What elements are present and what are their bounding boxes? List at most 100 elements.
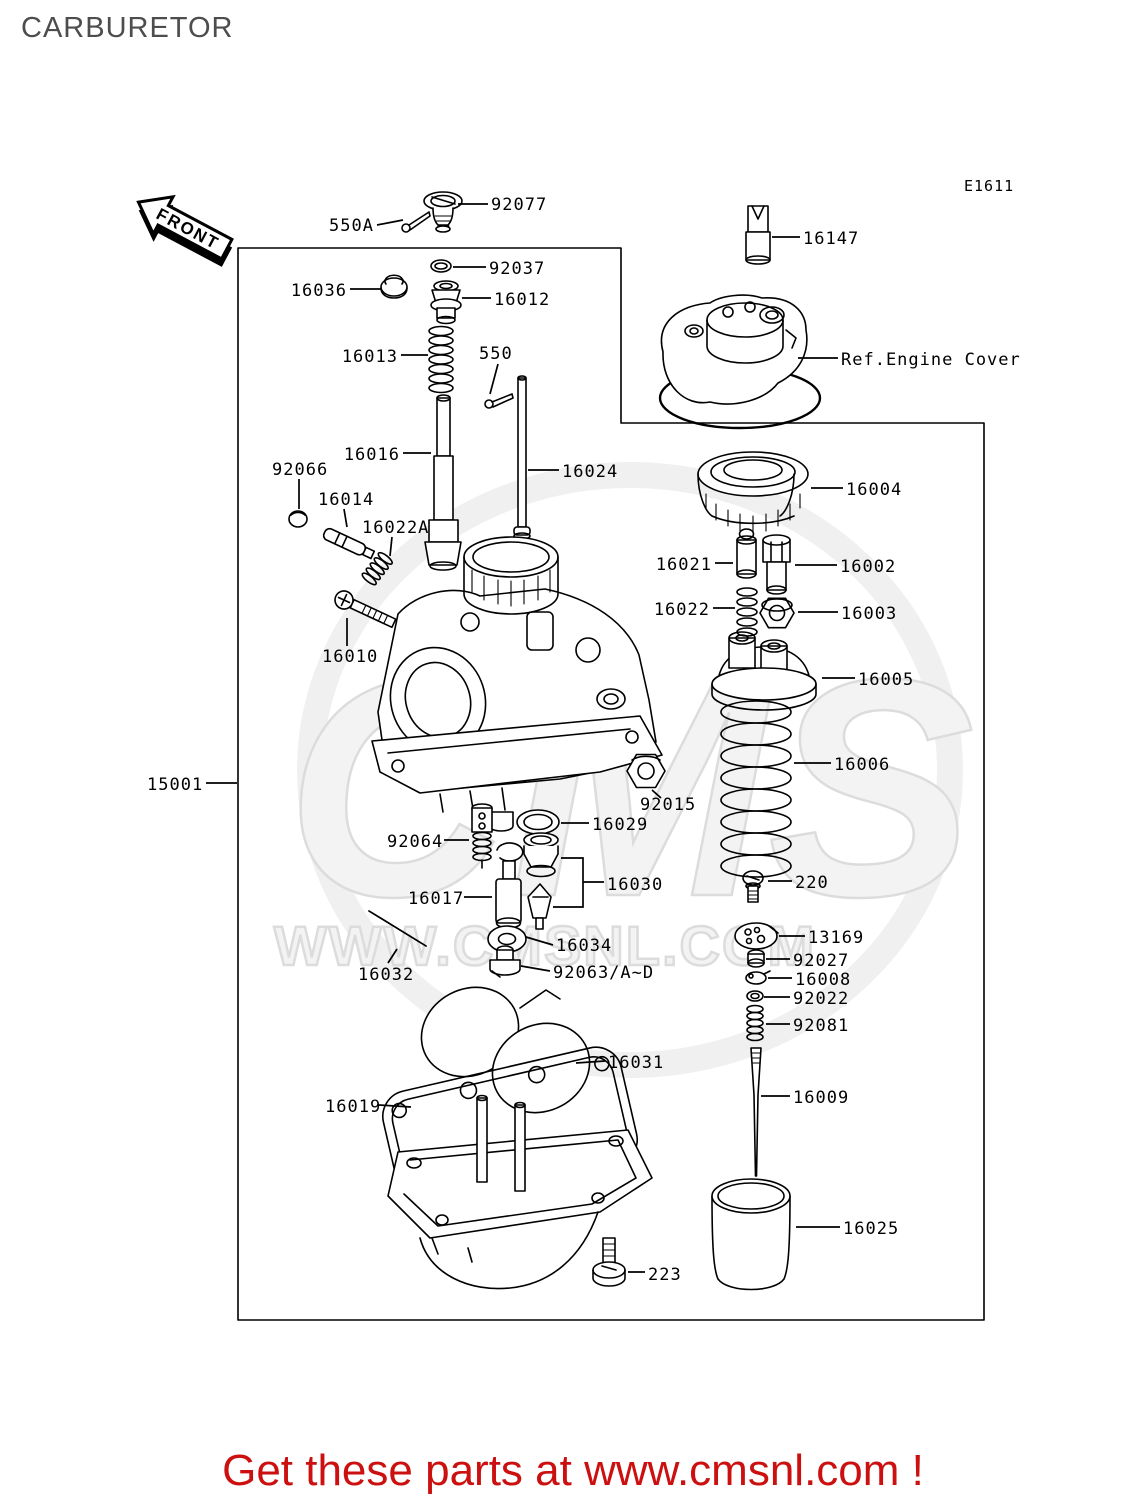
part-label-16004: 16004 xyxy=(846,480,902,500)
part-label-16025: 16025 xyxy=(843,1219,899,1239)
part-92027-drawing xyxy=(747,949,765,968)
part-label-16022: 16022 xyxy=(654,600,710,620)
part-label-16006: 16006 xyxy=(834,755,890,775)
footer-banner: Get these parts at www.cmsnl.com ! xyxy=(222,1446,924,1495)
part-16016-drawing xyxy=(424,394,462,571)
part-label-550A: 550A xyxy=(329,216,374,236)
part-13169-drawing xyxy=(734,922,779,950)
part-label-16036: 16036 xyxy=(291,281,347,301)
part-16008-drawing xyxy=(745,970,771,985)
part-16009-drawing xyxy=(750,1047,762,1177)
part-550-drawing xyxy=(484,393,514,409)
part-label-16002: 16002 xyxy=(840,557,896,577)
part-label-16030: 16030 xyxy=(607,875,663,895)
part-220-drawing xyxy=(742,870,764,903)
part-16004-drawing xyxy=(697,451,809,534)
part-16034-drawing xyxy=(487,925,527,953)
part-label-Ref-Engine-Cover: Ref.Engine Cover xyxy=(841,350,1021,370)
part-label-16005: 16005 xyxy=(858,670,914,690)
part-label-92077: 92077 xyxy=(491,195,547,215)
front-arrow: FRONT xyxy=(136,194,234,267)
part-label-16003: 16003 xyxy=(841,604,897,624)
part-16147-drawing xyxy=(745,205,771,265)
watermark-url: WWW.CMSNL.COM xyxy=(274,914,816,977)
part-label-16032: 16032 xyxy=(358,965,414,985)
part-label-16031: 16031 xyxy=(608,1053,664,1073)
leader-line-92015 xyxy=(651,789,662,799)
part-label-16034: 16034 xyxy=(556,936,612,956)
part-16012-drawing xyxy=(430,280,462,325)
part-92063-drawing xyxy=(489,945,521,978)
part-label-92081: 92081 xyxy=(793,1016,849,1036)
leader-line-550A xyxy=(376,219,404,226)
part-16024-drawing xyxy=(513,375,531,540)
part-label-223: 223 xyxy=(648,1265,682,1285)
part-16010-drawing xyxy=(334,590,397,629)
part-label-16147: 16147 xyxy=(803,229,859,249)
part-92077-drawing xyxy=(423,191,463,233)
part-float-bowl-drawing xyxy=(387,1094,653,1290)
part-label-550: 550 xyxy=(479,344,513,364)
part-label-92064: 92064 xyxy=(387,832,443,852)
part-16030-drawing xyxy=(523,832,559,930)
front-arrow-shape xyxy=(136,194,234,261)
part-16032-drawing xyxy=(368,910,427,947)
watermark-swoosh xyxy=(297,462,963,1078)
part-label-16012: 16012 xyxy=(494,290,550,310)
part-label-16009: 16009 xyxy=(793,1088,849,1108)
part-label-16021: 16021 xyxy=(656,555,712,575)
part-label-16019: 16019 xyxy=(325,1097,381,1117)
part-label-92063-A-D: 92063/A~D xyxy=(553,963,654,983)
leader-line-16022A xyxy=(389,536,393,557)
leader-line-16031 xyxy=(575,1060,606,1064)
part-label-16010: 16010 xyxy=(322,647,378,667)
part-label-92037: 92037 xyxy=(489,259,545,279)
part-16021-drawing xyxy=(736,528,757,579)
leader-line-16019 xyxy=(378,1104,412,1108)
diagram-code: E1611 xyxy=(964,177,1014,195)
part-16022-drawing xyxy=(736,587,758,637)
part-16005-drawing xyxy=(711,631,817,711)
part-label-92066: 92066 xyxy=(272,460,328,480)
part-92037-drawing xyxy=(430,259,452,273)
part-label-16029: 16029 xyxy=(592,815,648,835)
part-label-92027: 92027 xyxy=(793,951,849,971)
part-labels: 92077 550A 92037 16036 16012 16013 550 16147Ref… xyxy=(147,195,1021,1285)
part-label-16014: 16014 xyxy=(318,490,374,510)
part-16022A-drawing xyxy=(361,551,393,586)
part-550A-drawing xyxy=(401,211,431,233)
part-label-16017: 16017 xyxy=(408,889,464,909)
page-title: CARBURETOR xyxy=(21,12,234,44)
part-92081-drawing xyxy=(746,1004,764,1042)
part-16036-drawing xyxy=(380,274,408,299)
leader-line-16034 xyxy=(525,936,554,946)
part-92066-drawing xyxy=(288,510,308,528)
part-16025-drawing xyxy=(711,1178,791,1291)
part-92064-drawing xyxy=(471,803,493,869)
part-label-92022: 92022 xyxy=(793,989,849,1009)
part-label-16022A: 16022A xyxy=(362,518,429,538)
part-223-drawing xyxy=(592,1237,626,1287)
part-92015-drawing xyxy=(626,753,666,789)
part-label-16008: 16008 xyxy=(795,970,851,990)
part-16003-drawing xyxy=(759,597,795,629)
part-92022-drawing xyxy=(746,990,764,1002)
part-16014-drawing xyxy=(322,527,376,560)
part-label-15001: 15001 xyxy=(147,775,203,795)
part-16002-drawing xyxy=(762,534,791,595)
part-16029-drawing xyxy=(516,809,560,835)
part-16017-drawing xyxy=(495,842,524,929)
part-16006-drawing xyxy=(720,700,792,878)
leader-line-16014 xyxy=(343,508,348,528)
part-label-220: 220 xyxy=(795,873,829,893)
part-16013-drawing xyxy=(428,325,454,394)
leader-line-92063-A-D xyxy=(520,965,551,972)
part-label-13169: 13169 xyxy=(808,928,864,948)
part-label-92015: 92015 xyxy=(640,795,696,815)
diagram-frame xyxy=(237,247,985,1321)
part-label-16024: 16024 xyxy=(562,462,618,482)
part-label-16013: 16013 xyxy=(342,347,398,367)
part-ref-engine-cover-drawing xyxy=(658,294,822,430)
